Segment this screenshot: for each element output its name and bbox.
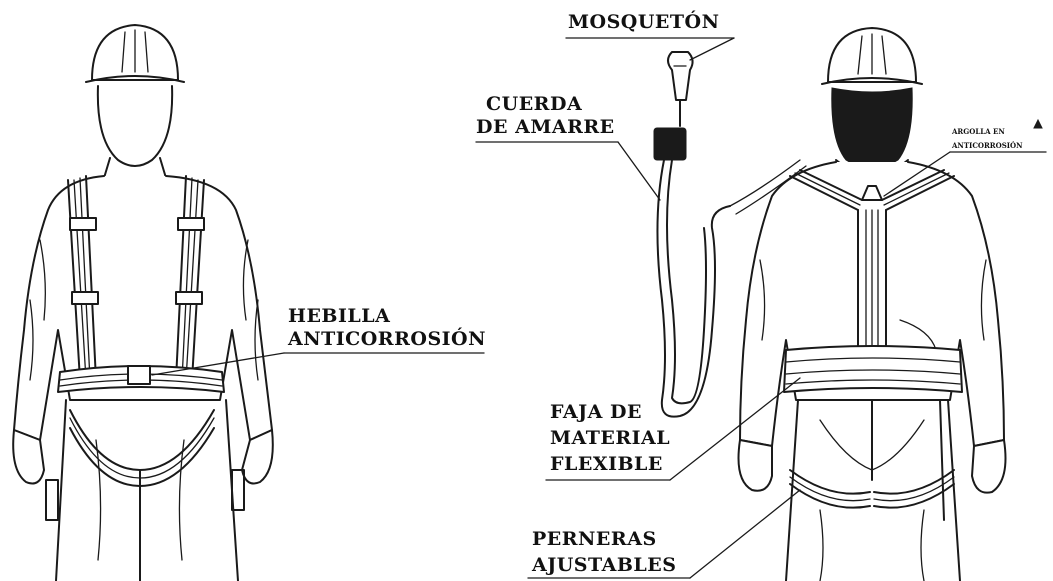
faja-label-line1: FAJA DE xyxy=(550,401,642,423)
back-waist-belt xyxy=(784,346,962,392)
warning-triangle-icon xyxy=(1034,120,1042,128)
carabiner xyxy=(668,52,693,126)
back-leg-straps xyxy=(786,400,960,581)
faja-leader-line xyxy=(670,378,800,480)
mosqueton-leader-line xyxy=(690,38,734,60)
perneras-label-line2: AJUSTABLES xyxy=(531,554,677,576)
front-head xyxy=(98,86,172,166)
front-buckle xyxy=(128,366,150,384)
front-worker-figure xyxy=(13,25,273,581)
faja-label-line2: MATERIAL xyxy=(550,427,670,449)
perneras-label: PERNERAS AJUSTABLES xyxy=(528,490,800,578)
argolla-label-line1: ARGOLLA EN xyxy=(951,127,1005,136)
hebilla-label-line2: ANTICORROSIÓN xyxy=(287,327,486,350)
perneras-leader-line xyxy=(690,490,800,578)
back-helmet xyxy=(822,28,922,84)
cuerda-label-line1: CUERDA xyxy=(486,93,582,115)
mosqueton-label: MOSQUETÓN xyxy=(566,10,734,60)
front-helmet xyxy=(86,25,184,82)
back-worker-figure xyxy=(739,28,1006,581)
front-leg-straps xyxy=(46,400,244,581)
mosqueton-label-text: MOSQUETÓN xyxy=(568,10,719,33)
argolla-label-line2: ANTICORROSIÓN xyxy=(951,141,1023,150)
cuerda-label: CUERDA DE AMARRE xyxy=(476,93,660,200)
cuerda-label-line2: DE AMARRE xyxy=(476,116,615,138)
back-head xyxy=(832,88,912,168)
front-torso xyxy=(14,176,272,440)
hebilla-label-line1: HEBILLA xyxy=(288,305,390,327)
faja-label-line3: FLEXIBLE xyxy=(550,453,663,475)
shock-absorber xyxy=(654,128,686,160)
perneras-label-line1: PERNERAS xyxy=(532,528,657,550)
